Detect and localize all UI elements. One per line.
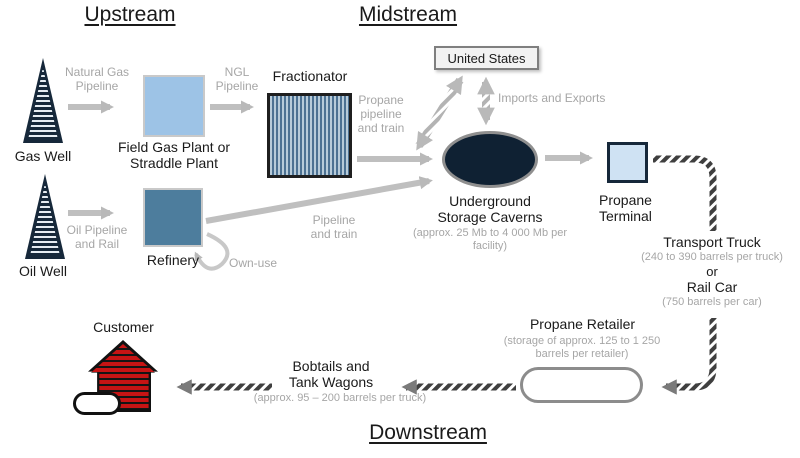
- own-use-label: Own-use: [229, 256, 278, 270]
- oil-well-icon: [25, 174, 65, 259]
- fractionator-shape: [267, 93, 352, 178]
- propane-terminal-shape: [607, 142, 648, 183]
- own-use-loop-arrow: [194, 232, 230, 271]
- midstream-heading: Midstream: [358, 3, 458, 26]
- propane-retailer-shape: [520, 367, 643, 403]
- field-gas-plant-shape: [143, 75, 205, 137]
- terminal-to-truck-path: [653, 155, 717, 231]
- underground-storage-label: Underground Storage Caverns: [437, 193, 543, 225]
- united-states-box: United States: [434, 46, 539, 70]
- propane-retailer-label: Propane Retailer: [529, 316, 636, 332]
- oil-well-label: Oil Well: [19, 263, 67, 279]
- imports-exports-diagonal-arrow: [415, 75, 464, 151]
- pipeline-and-train-label: Pipeline and train: [310, 213, 358, 241]
- gas-well-icon: [23, 58, 63, 143]
- truck-to-retailer-arrow: [661, 318, 717, 395]
- refinery-to-storage-arrow: [205, 176, 433, 224]
- rail-car-note: (750 barrels per car): [662, 295, 762, 308]
- refinery-label: Refinery: [146, 252, 200, 268]
- gas-well-label: Gas Well: [14, 148, 72, 164]
- underground-storage-note: (approx. 25 Mb to 4 000 Mb per facility): [412, 227, 568, 252]
- imports-exports-label: Imports and Exports: [498, 91, 606, 105]
- refinery-shape: [143, 188, 203, 247]
- fractionator-label: Fractionator: [272, 68, 348, 84]
- downstream-heading: Downstream: [369, 421, 487, 444]
- propane-pipeline-label: Propane pipeline and train: [357, 93, 405, 135]
- natural-gas-pipeline-label: Natural Gas Pipeline: [64, 65, 130, 93]
- upstream-heading: Upstream: [84, 3, 176, 26]
- bobtails-label: Bobtails and Tank Wagons: [288, 358, 374, 390]
- or-label: or: [706, 263, 718, 279]
- propane-tank-icon: [73, 392, 121, 415]
- field-gas-plant-label: Field Gas Plant or Straddle Plant: [117, 139, 231, 171]
- transport-truck-note: (240 to 390 barrels per truck): [641, 250, 783, 263]
- customer-label: Customer: [93, 319, 154, 335]
- ngl-pipeline-label: NGL Pipeline: [215, 65, 259, 93]
- oil-pipeline-label: Oil Pipeline and Rail: [66, 223, 128, 251]
- transport-truck-label: Transport Truck: [663, 234, 761, 250]
- propane-retailer-note: (storage of approx. 125 to 1 250 barrels…: [503, 335, 661, 360]
- propane-terminal-label: Propane Terminal: [599, 192, 652, 224]
- transport-block: Transport Truck (240 to 390 barrels per …: [622, 234, 800, 309]
- underground-storage-caverns-shape: [442, 131, 538, 188]
- rail-car-label: Rail Car: [686, 278, 738, 295]
- bobtails-note: (approx. 95 – 200 barrels per truck): [253, 392, 427, 404]
